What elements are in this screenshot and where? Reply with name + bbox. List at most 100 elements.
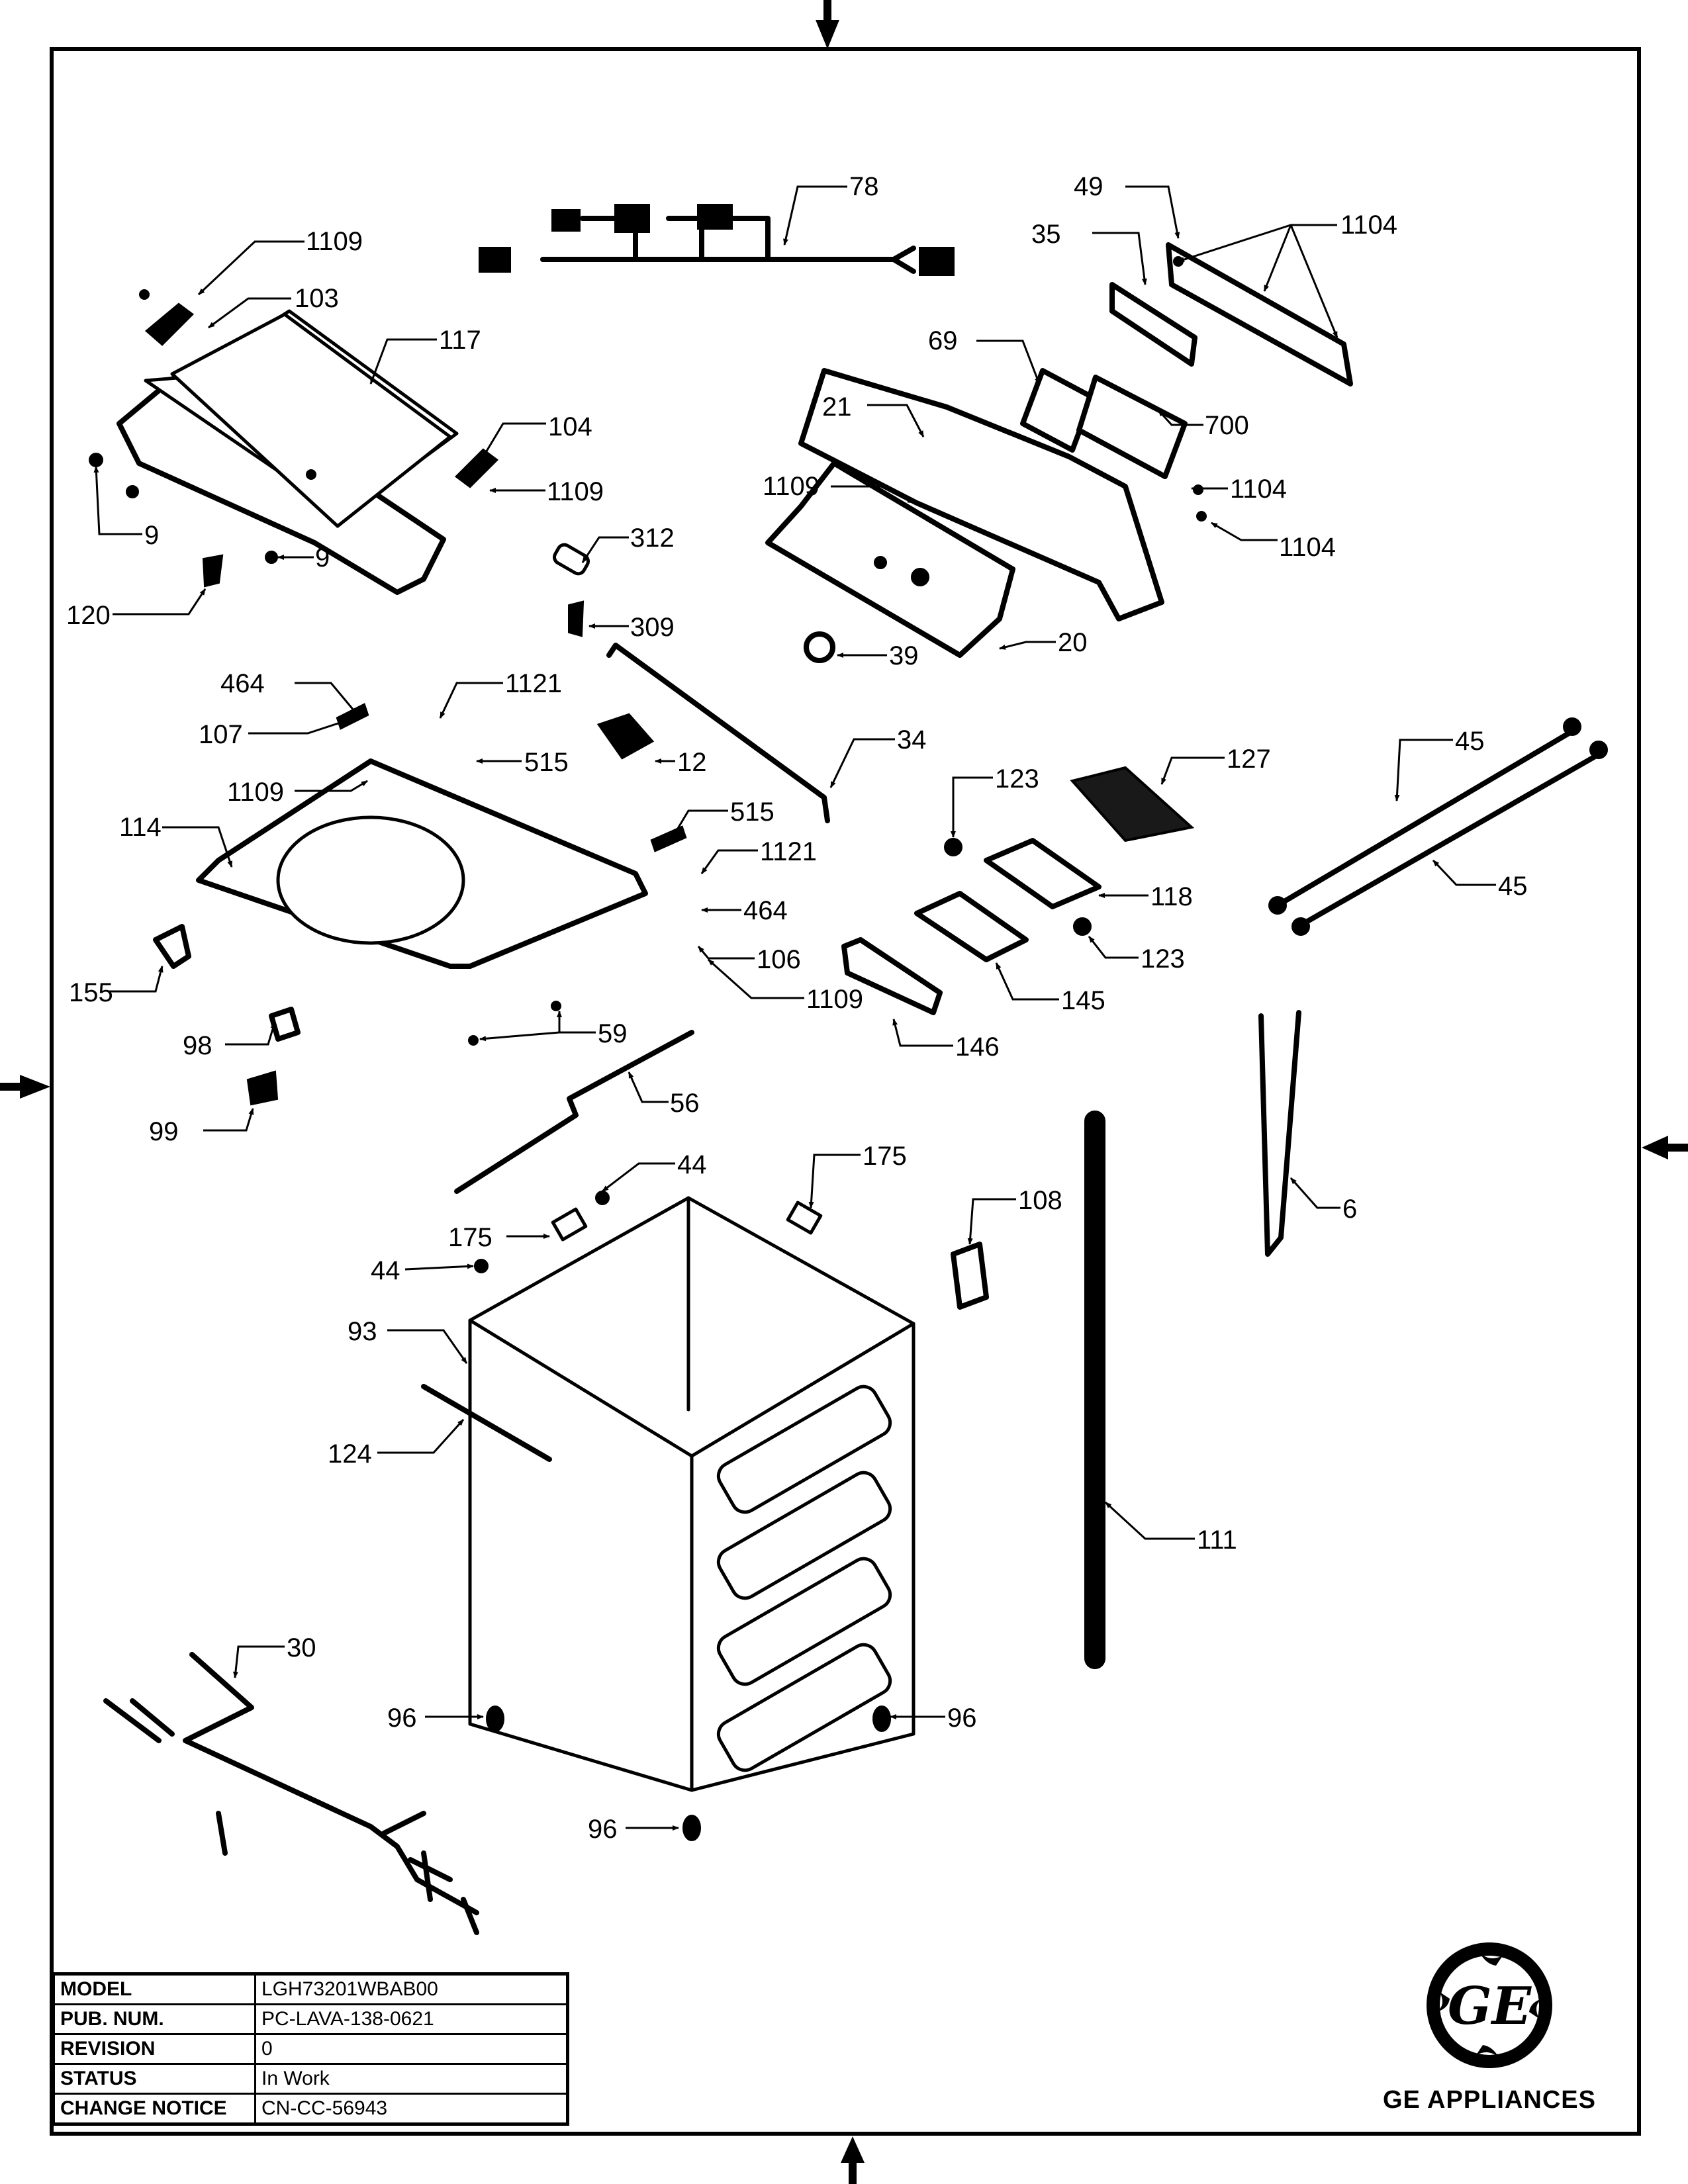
part-fill-hose-45 <box>1268 717 1608 936</box>
callout-464: 464 <box>743 896 788 925</box>
callout-123: 123 <box>995 764 1039 794</box>
callout-1109: 1109 <box>547 477 604 506</box>
part-120 <box>202 554 224 588</box>
registration-arrow-right <box>1642 1136 1688 1160</box>
part-108 <box>951 1242 989 1310</box>
callout-103: 103 <box>295 284 339 313</box>
part-106 <box>650 825 687 852</box>
callout-120: 120 <box>66 601 111 630</box>
part-127 <box>1070 766 1195 842</box>
part-knob-39 <box>804 631 835 663</box>
callout-175: 175 <box>863 1142 907 1171</box>
part-123-a <box>944 838 962 856</box>
callout-106: 106 <box>757 945 801 974</box>
part-board-69 <box>1020 368 1095 453</box>
brand-block: GE GE APPLIANCES <box>1364 1939 1615 2115</box>
part-312 <box>553 543 590 576</box>
part-control-panel-21 <box>798 368 1164 621</box>
callout-34: 34 <box>897 725 927 754</box>
callout-45: 45 <box>1498 872 1528 901</box>
callout-124: 124 <box>328 1439 372 1469</box>
callout-1104: 1104 <box>1279 533 1336 562</box>
part-59 <box>468 1001 561 1046</box>
model-value: LGH73201WBAB00 <box>254 1973 569 2005</box>
part-lid-117 <box>117 309 459 595</box>
title-block-row-pub-num: PUB. NUM. PC-LAVA-138-0621 <box>52 2003 569 2035</box>
callout-464: 464 <box>220 669 265 698</box>
callout-1109: 1109 <box>763 472 820 501</box>
part-155 <box>153 924 191 969</box>
title-block-row-model: MODEL LGH73201WBAB00 <box>52 1973 569 2005</box>
part-screw-1109-b <box>306 469 316 480</box>
part-bracket-49 <box>1166 242 1353 387</box>
callout-labels: 1109 103 117 104 1109 9 9 120 78 49 1104… <box>66 172 1528 1844</box>
callout-78: 78 <box>849 172 879 201</box>
callout-111: 111 <box>1197 1525 1237 1555</box>
callout-21: 21 <box>822 392 852 422</box>
callout-1121: 1121 <box>505 669 562 698</box>
part-44-a <box>595 1191 610 1205</box>
part-bumper-9-c <box>265 551 278 564</box>
part-panel-cover-20 <box>765 461 1015 658</box>
callout-6: 6 <box>1342 1195 1357 1224</box>
callout-96: 96 <box>387 1704 417 1733</box>
part-12 <box>596 713 655 760</box>
brand-name: GE APPLIANCES <box>1383 2086 1596 2114</box>
callout-107: 107 <box>199 720 243 749</box>
callout-35: 35 <box>1031 220 1061 249</box>
callout-93: 93 <box>348 1317 377 1346</box>
callout-145: 145 <box>1061 986 1105 1015</box>
callout-515: 515 <box>730 797 774 827</box>
part-screw-1104-b <box>1193 484 1203 495</box>
callout-39: 39 <box>889 641 919 670</box>
part-99 <box>246 1070 279 1106</box>
callout-1104: 1104 <box>1230 475 1287 504</box>
callout-1104: 1104 <box>1340 210 1397 240</box>
callout-69: 69 <box>928 326 958 355</box>
revision-value: 0 <box>254 2033 569 2065</box>
callout-114: 114 <box>119 813 162 842</box>
callout-1121: 1121 <box>760 837 817 866</box>
registration-arrow-top <box>816 0 839 49</box>
part-screw-1104-c <box>1196 511 1207 522</box>
callout-12: 12 <box>677 748 707 777</box>
part-harness-78 <box>479 204 955 276</box>
revision-label: REVISION <box>52 2033 256 2065</box>
part-309 <box>568 600 585 637</box>
callout-49: 49 <box>1074 172 1103 201</box>
part-wire-56 <box>454 1030 694 1194</box>
part-cabinet-93 <box>468 1196 915 1792</box>
part-118 <box>984 838 1102 909</box>
callout-312: 312 <box>630 523 675 553</box>
callout-44: 44 <box>371 1256 400 1285</box>
part-board-700 <box>1076 375 1188 479</box>
part-bumper-9-a <box>89 453 103 467</box>
callout-30: 30 <box>287 1633 316 1662</box>
part-window-35 <box>1109 282 1197 367</box>
callout-108: 108 <box>1018 1186 1062 1215</box>
part-bumper-9-b <box>126 485 139 498</box>
title-block: MODEL LGH73201WBAB00 PUB. NUM. PC-LAVA-1… <box>52 1972 569 2126</box>
status-value: In Work <box>254 2063 569 2095</box>
part-label-175-b <box>786 1201 823 1235</box>
callout-175: 175 <box>448 1223 492 1252</box>
callout-20: 20 <box>1058 628 1088 657</box>
part-foot-96-a <box>486 1706 504 1732</box>
callout-9: 9 <box>144 521 159 550</box>
part-44-b <box>474 1259 489 1273</box>
callout-700: 700 <box>1205 411 1249 440</box>
change-notice-value: CN-CC-56943 <box>254 2093 569 2125</box>
callout-127: 127 <box>1227 745 1271 774</box>
part-hose-34 <box>606 643 830 823</box>
part-foot-96-b <box>872 1706 891 1732</box>
callout-515: 515 <box>524 748 569 777</box>
callout-117: 117 <box>439 326 481 355</box>
callout-155: 155 <box>69 978 113 1007</box>
registration-arrow-bottom <box>841 2136 865 2184</box>
pub-num-value: PC-LAVA-138-0621 <box>254 2003 569 2035</box>
pub-num-label: PUB. NUM. <box>52 2003 256 2035</box>
leader-lines <box>93 185 1496 1831</box>
callout-44: 44 <box>677 1150 707 1179</box>
